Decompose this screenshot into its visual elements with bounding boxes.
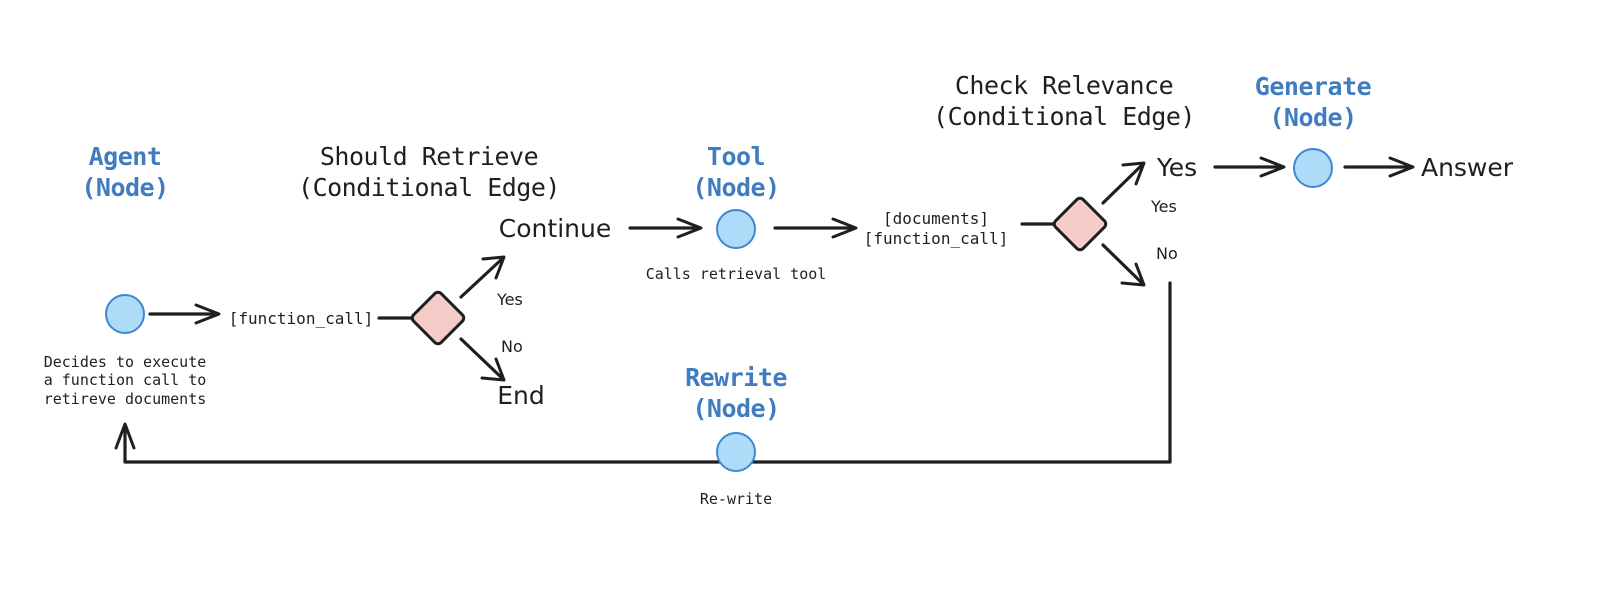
node-agent[interactable]: [105, 294, 145, 334]
edge-label-function-call: [function_call]: [228, 309, 374, 328]
caption-rewrite: Re-write: [699, 490, 773, 508]
edge-tool-to-documents: [773, 217, 858, 239]
caption-tool: Calls retrieval tool: [645, 265, 827, 283]
edge-label-no-should-retrieve: No: [501, 337, 523, 356]
terminal-answer: Answer: [1420, 153, 1514, 182]
edge-yes-to-generate: [1213, 156, 1286, 178]
edge-label-yes-relevance-main: Yes: [1156, 153, 1198, 182]
edge-agent-to-function-call: [148, 303, 221, 325]
edge-should-no: [459, 337, 506, 382]
edge-relevance-yes: [1101, 161, 1146, 205]
node-rewrite[interactable]: [716, 432, 756, 472]
heading-rewrite: Rewrite (Node): [685, 363, 787, 423]
edge-continue-to-tool: [628, 217, 703, 239]
heading-tool: Tool (Node): [692, 142, 780, 202]
heading-check-relevance: Check Relevance (Conditional Edge): [933, 71, 1195, 131]
heading-generate: Generate (Node): [1254, 72, 1372, 132]
decision-should-retrieve[interactable]: [408, 288, 468, 348]
heading-agent: Agent (Node): [81, 142, 169, 202]
edge-label-yes-relevance-small: Yes: [1151, 197, 1177, 216]
node-generate[interactable]: [1293, 148, 1333, 188]
terminal-end: End: [497, 381, 545, 410]
edge-label-continue: Continue: [498, 214, 612, 243]
edge-label-no-relevance-small: No: [1156, 244, 1178, 263]
decision-check-relevance[interactable]: [1050, 194, 1110, 254]
edge-relevance-no: [1101, 243, 1146, 287]
edge-generate-to-answer: [1343, 156, 1415, 178]
edge-label-yes-should-retrieve: Yes: [497, 290, 523, 309]
edge-label-documents-function-call: [documents] [function_call]: [863, 209, 1009, 248]
caption-agent: Decides to execute a function call to re…: [43, 353, 207, 408]
node-tool[interactable]: [716, 209, 756, 249]
heading-should-retrieve: Should Retrieve (Conditional Edge): [298, 142, 560, 202]
